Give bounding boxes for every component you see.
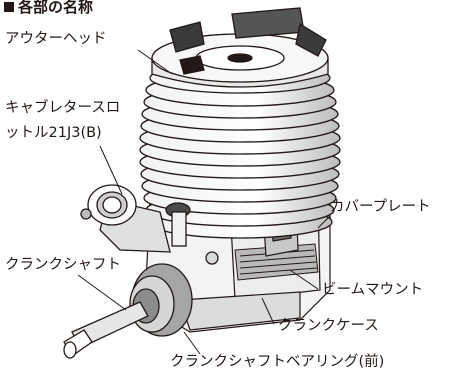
bearing-housing bbox=[129, 263, 193, 337]
beam-mount bbox=[234, 243, 319, 281]
square-bullet-icon bbox=[4, 2, 14, 12]
label-back-plate: カバープレート bbox=[330, 199, 431, 215]
crankshaft bbox=[63, 301, 149, 359]
carburetor bbox=[80, 184, 219, 265]
label-crankcase: クランクケース bbox=[278, 318, 379, 334]
leader-lines bbox=[77, 49, 331, 355]
section-heading: 各部の名称 bbox=[4, 0, 93, 16]
section-title: 各部の名称 bbox=[18, 0, 94, 16]
label-beam-mount: ビームマウント bbox=[322, 282, 424, 298]
label-outer-head: アウターヘッド bbox=[5, 31, 107, 47]
label-carburetor-line2: ットル21J3(B) bbox=[5, 125, 102, 141]
cylinder-fins bbox=[139, 62, 341, 239]
label-carburetor-line1: キャブレタースロ bbox=[5, 100, 121, 116]
label-front-bearing: クランクシャフトベアリング(前) bbox=[170, 354, 385, 370]
label-crankshaft: クランクシャフト bbox=[5, 257, 121, 273]
outer-head bbox=[151, 7, 329, 88]
